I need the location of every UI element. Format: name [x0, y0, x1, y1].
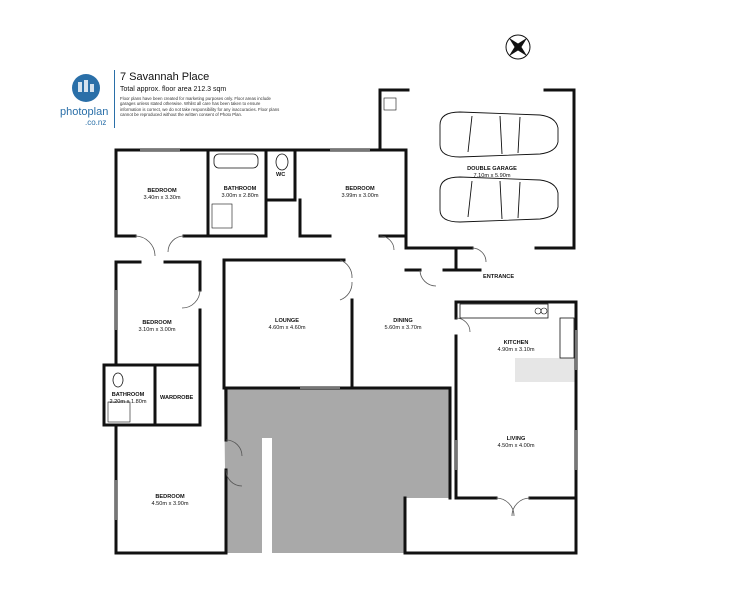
wall-kitchen	[454, 300, 578, 500]
kitchen-island	[515, 358, 577, 382]
wall-bedroom3	[114, 260, 202, 367]
plan-floor-area: Total approx. floor area 212.3 sqm	[120, 86, 227, 93]
kitchen-bench-side	[559, 317, 575, 359]
room-wardrobe: WARDROBE	[160, 395, 194, 401]
car-1	[439, 111, 559, 158]
wall-lounge	[222, 258, 354, 390]
wall-garage	[378, 88, 576, 250]
room-entrance: ENTRANCE	[483, 274, 515, 280]
garage-sink	[383, 97, 397, 111]
photoplan-logo	[58, 72, 114, 113]
logo-circle-icon	[72, 74, 100, 102]
kitchen-bench	[459, 303, 549, 319]
shower-2	[107, 401, 131, 423]
toilet-wc	[275, 153, 289, 171]
compass-icon	[505, 34, 531, 60]
room-wc: WC	[276, 172, 286, 178]
wall-entrance	[404, 246, 482, 272]
brand-domain: .co.nz	[85, 118, 107, 127]
shower-1	[211, 203, 233, 229]
wall-bedroom4	[114, 386, 228, 555]
wall-bath1	[206, 148, 268, 238]
wall-deck	[222, 386, 578, 555]
header-divider	[114, 70, 115, 128]
toilet-bath2	[112, 372, 124, 388]
bathtub	[213, 153, 259, 169]
plan-title: 7 Savannah Place	[120, 71, 210, 83]
deck-area	[224, 388, 450, 553]
brand-name: photoplan	[60, 106, 109, 118]
plan-disclaimer: Floor plans have been created for market…	[120, 96, 280, 118]
car-2	[439, 176, 559, 223]
